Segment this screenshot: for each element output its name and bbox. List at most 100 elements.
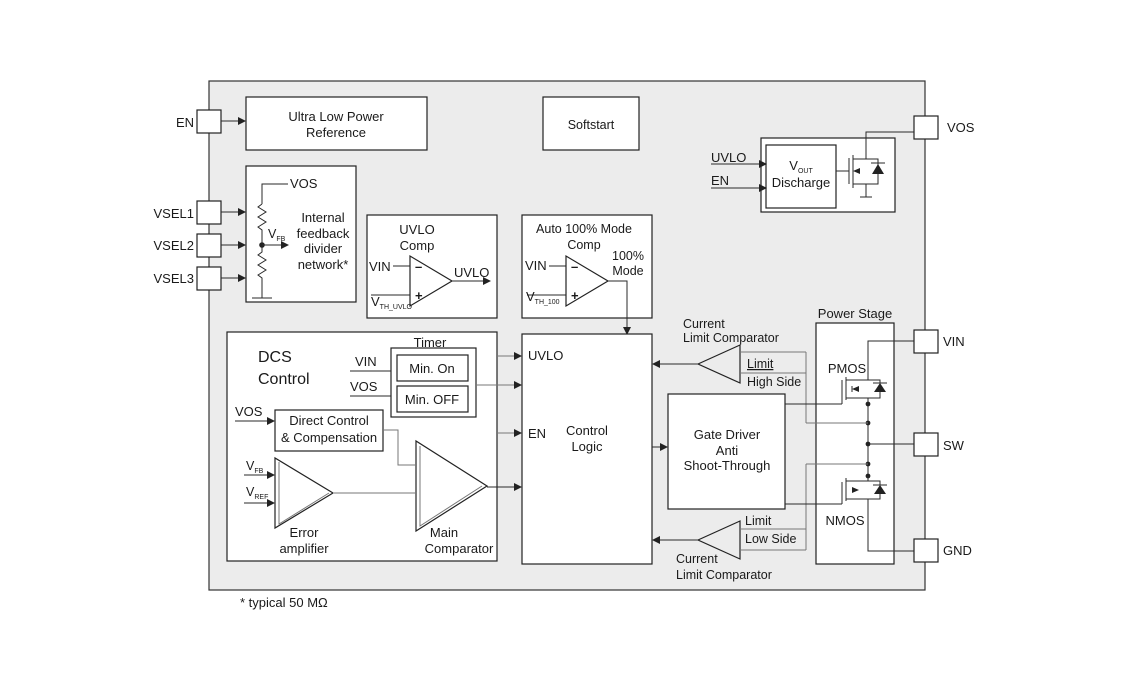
control-logic-line2: Logic (571, 439, 603, 454)
feedback-vfb-main: V (268, 227, 277, 241)
dcs-main1: Main (430, 525, 458, 540)
feedback-line1: Internal (301, 210, 344, 225)
pin-vsel1-label: VSEL1 (154, 206, 194, 221)
feedback-divider-block: VOS VFB Internal feedback divider networ… (245, 165, 357, 303)
climit-high-title2: Limit Comparator (683, 331, 779, 345)
discharge-block: VOUT Discharge UVLO EN (711, 131, 914, 213)
dcs-vref-main: V (246, 485, 255, 499)
auto100-plus: + (571, 288, 579, 303)
dcs-err2: amplifier (279, 541, 329, 556)
dcs-control-block: DCS Control Timer Min. On Min. OFF VIN V… (226, 331, 498, 562)
climit-low-title2: Limit Comparator (676, 568, 772, 582)
pin-gnd: GND (913, 538, 972, 563)
discharge-vout-sub: OUT (798, 168, 814, 175)
power-stage-nmos: NMOS (826, 513, 865, 528)
discharge-label: Discharge (772, 175, 831, 190)
control-logic-block: UVLO EN Control Logic (476, 333, 653, 565)
auto100-vth-main: V (526, 289, 535, 304)
reference-line2: Reference (306, 125, 366, 140)
current-limit-low: Limit Low Side Current Limit Comparator (652, 514, 806, 582)
pin-sw: SW (913, 432, 965, 457)
dcs-vfb: VFB (246, 459, 264, 475)
discharge-vout: VOUT (789, 158, 813, 175)
power-stage-pmos: PMOS (828, 361, 867, 376)
pin-vin: VIN (913, 329, 965, 354)
climit-high-side: High Side (747, 375, 801, 389)
dcs-err1: Error (290, 525, 320, 540)
climit-low-side: Low Side (745, 532, 796, 546)
uvlo-comp-vth-sub: TH_UVLO (380, 304, 413, 311)
climit-high-title1: Current (683, 317, 725, 331)
pin-vsel3-label: VSEL3 (154, 271, 194, 286)
auto100-title2: Comp (567, 238, 600, 252)
dcs-min-off: Min. OFF (405, 392, 459, 407)
pin-vsel1: VSEL1 (154, 200, 246, 225)
auto100-vth-sub: TH_100 (535, 299, 560, 306)
discharge-vout-main: V (789, 158, 798, 173)
auto100-out2: Mode (612, 264, 643, 278)
gate-driver-block: Gate Driver Anti Shoot-Through (652, 393, 786, 510)
dcs-main2: Comparator (425, 541, 494, 556)
uvlo-comp-title1: UVLO (399, 222, 434, 237)
dcs-vin: VIN (355, 354, 377, 369)
current-limit-high: Current Limit Comparator Limit High Side (652, 317, 806, 389)
dcs-direct2: & Compensation (281, 430, 377, 445)
power-stage-block: Power Stage PMOS NMOS (785, 306, 914, 565)
auto100-vin: VIN (525, 258, 547, 273)
uvlo-comp-out: UVLO (454, 265, 489, 280)
reference-line1: Ultra Low Power (288, 109, 384, 124)
dcs-vos: VOS (350, 379, 378, 394)
dcs-vfb-sub: FB (254, 468, 263, 475)
feedback-line3: divider (304, 241, 343, 256)
dcs-vref-sub: REF (254, 494, 268, 501)
pin-gnd-label: GND (943, 543, 972, 558)
auto100-minus: – (571, 259, 578, 274)
feedback-line4: network* (298, 257, 349, 272)
gate-driver-line2: Anti (716, 443, 739, 458)
feedback-vos: VOS (290, 176, 318, 191)
pin-vsel2: VSEL2 (154, 233, 246, 258)
feedback-vfb-sub: FB (276, 236, 285, 243)
discharge-en: EN (711, 173, 729, 188)
pin-vsel3: VSEL3 (154, 266, 246, 291)
pin-en-label: EN (176, 115, 194, 130)
uvlo-comp-vth-main: V (371, 294, 380, 309)
control-logic-en: EN (528, 426, 546, 441)
discharge-uvlo: UVLO (711, 150, 746, 165)
pin-sw-label: SW (943, 438, 965, 453)
auto100-vth: VTH_100 (526, 289, 560, 306)
dcs-vref: VREF (246, 485, 268, 501)
uvlo-comp-title2: Comp (400, 238, 435, 253)
pin-vin-label: VIN (943, 334, 965, 349)
uvlo-comp-plus: + (415, 288, 423, 303)
feedback-line2: feedback (297, 226, 350, 241)
dcs-direct1: Direct Control (289, 413, 369, 428)
reference-block: Ultra Low Power Reference (245, 96, 428, 151)
pin-vsel2-label: VSEL2 (154, 238, 194, 253)
auto100-out1: 100% (612, 249, 644, 263)
gate-driver-line1: Gate Driver (694, 427, 761, 442)
dcs-title2: Control (258, 371, 310, 388)
uvlo-comp-minus: – (415, 259, 422, 274)
power-stage-title: Power Stage (818, 306, 892, 321)
climit-high-lim: Limit (747, 357, 774, 371)
dcs-title1: DCS (258, 349, 292, 366)
footnote: * typical 50 MΩ (240, 595, 328, 610)
climit-low-title1: Current (676, 552, 718, 566)
pin-vos-label: VOS (947, 120, 975, 135)
dcs-min-on: Min. On (409, 361, 455, 376)
gate-driver-line3: Shoot-Through (684, 458, 771, 473)
uvlo-comp-block: UVLO Comp VIN – + VTH_UVLO UVLO (366, 214, 498, 319)
auto100-title1: Auto 100% Mode (536, 222, 632, 236)
control-logic-line1: Control (566, 423, 608, 438)
control-logic-uvlo: UVLO (528, 348, 563, 363)
pin-en: EN (176, 109, 246, 134)
uvlo-comp-vin: VIN (369, 259, 391, 274)
climit-low-lim: Limit (745, 514, 772, 528)
feedback-vfb: VFB (268, 227, 286, 243)
uvlo-comp-vth: VTH_UVLO (371, 294, 413, 311)
dcs-timer: Timer (414, 335, 447, 350)
pin-vos: VOS (913, 115, 975, 140)
dcs-vfb-main: V (246, 459, 255, 473)
